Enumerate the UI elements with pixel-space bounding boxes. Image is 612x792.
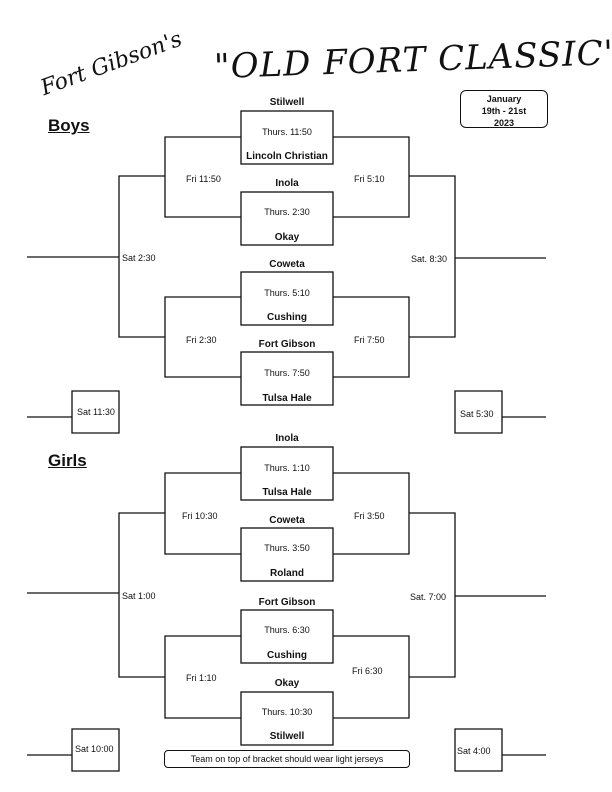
boys-game-4-bottom-team: Tulsa Hale — [262, 393, 312, 404]
boys-game-2-time: Thurs. 2:30 — [264, 207, 310, 217]
boys-game-2-bottom-team: Okay — [274, 232, 300, 243]
girls-left-consolation — [27, 728, 120, 772]
girls-left-consolation-time: Sat 10:00 — [75, 744, 114, 754]
boys-game-4-top-team: Fort Gibson — [258, 339, 316, 350]
date-month: January — [486, 94, 522, 104]
girls-right-consolation-time: Sat 4:00 — [457, 746, 491, 756]
girls-game-2-bottom-team: Roland — [270, 568, 304, 579]
girls-heading: Girls — [48, 451, 87, 470]
boys-game-3-box — [240, 271, 334, 326]
boys-game-1-top-team: Stilwell — [269, 97, 305, 108]
girls-game-4-top-team: Okay — [274, 678, 300, 689]
girls-game-4-bottom-team: Stilwell — [269, 731, 305, 742]
girls-game-1-bottom-team: Tulsa Hale — [262, 487, 312, 498]
boys-left-semi-top-time: Fri 11:50 — [186, 174, 221, 184]
boys-game-4-time: Thurs. 7:50 — [264, 368, 310, 378]
boys-game-3-time: Thurs. 5:10 — [264, 288, 310, 298]
boys-left-semi-top — [164, 136, 241, 218]
girls-left-semi-bottom-time: Fri 1:10 — [186, 673, 217, 683]
boys-right-semi-top-time: Fri 5:10 — [354, 174, 385, 184]
boys-game-2-box — [240, 191, 334, 246]
boys-game-4-box — [240, 351, 334, 406]
boys-right-final-time: Sat. 8:30 — [411, 254, 448, 264]
boys-game-1-bottom-team: Lincoln Christian — [246, 151, 328, 162]
girls-game-4-time: Thurs. 10:30 — [261, 707, 313, 717]
boys-heading: Boys — [48, 116, 90, 135]
girls-game-3-top-team: Fort Gibson — [258, 597, 316, 608]
girls-game-2-time: Thurs. 3:50 — [264, 543, 310, 553]
girls-right-semi-bottom-time: Fri 6:30 — [352, 666, 383, 676]
date-year: 2023 — [493, 118, 515, 128]
girls-right-final-time: Sat. 7:00 — [410, 592, 447, 602]
girls-left-final — [118, 512, 165, 678]
girls-right-consolation — [454, 728, 546, 772]
boys-right-final — [409, 175, 456, 338]
boys-game-3-top-team: Coweta — [269, 259, 305, 270]
boys-left-semi-bottom-time: Fri 2:30 — [186, 335, 217, 345]
girls-game-3-bottom-team: Cushing — [267, 650, 307, 661]
girls-left-semi-top-time: Fri 10:30 — [182, 511, 218, 521]
boys-left-consolation — [27, 390, 120, 434]
boys-right-consolation-time: Sat 5:30 — [460, 409, 494, 419]
boys-right-consolation — [454, 390, 546, 434]
girls-right-semi-bottom — [333, 635, 410, 719]
girls-right-semi-top-time: Fri 3:50 — [354, 511, 385, 521]
girls-game-1-time: Thurs. 1:10 — [264, 463, 310, 473]
boys-left-final-time: Sat 2:30 — [122, 253, 156, 263]
jersey-note: Team on top of bracket should wear light… — [164, 750, 410, 768]
girls-right-final — [409, 512, 456, 678]
boys-right-semi-top — [333, 136, 410, 218]
boys-game-2-top-team: Inola — [275, 178, 299, 189]
boys-game-1-time: Thurs. 11:50 — [262, 127, 312, 137]
date-range: 19th - 21st — [481, 106, 527, 116]
girls-left-final-time: Sat 1:00 — [122, 591, 156, 601]
boys-right-semi-bottom-time: Fri 7:50 — [354, 335, 385, 345]
boys-game-3-bottom-team: Cushing — [267, 312, 307, 323]
boys-left-consolation-time: Sat 11:30 — [77, 407, 115, 417]
girls-game-1-top-team: Inola — [275, 433, 299, 444]
date-box: January 19th - 21st 2023 — [460, 90, 548, 128]
girls-game-3-time: Thurs. 6:30 — [264, 625, 310, 635]
girls-game-2-top-team: Coweta — [269, 515, 305, 526]
